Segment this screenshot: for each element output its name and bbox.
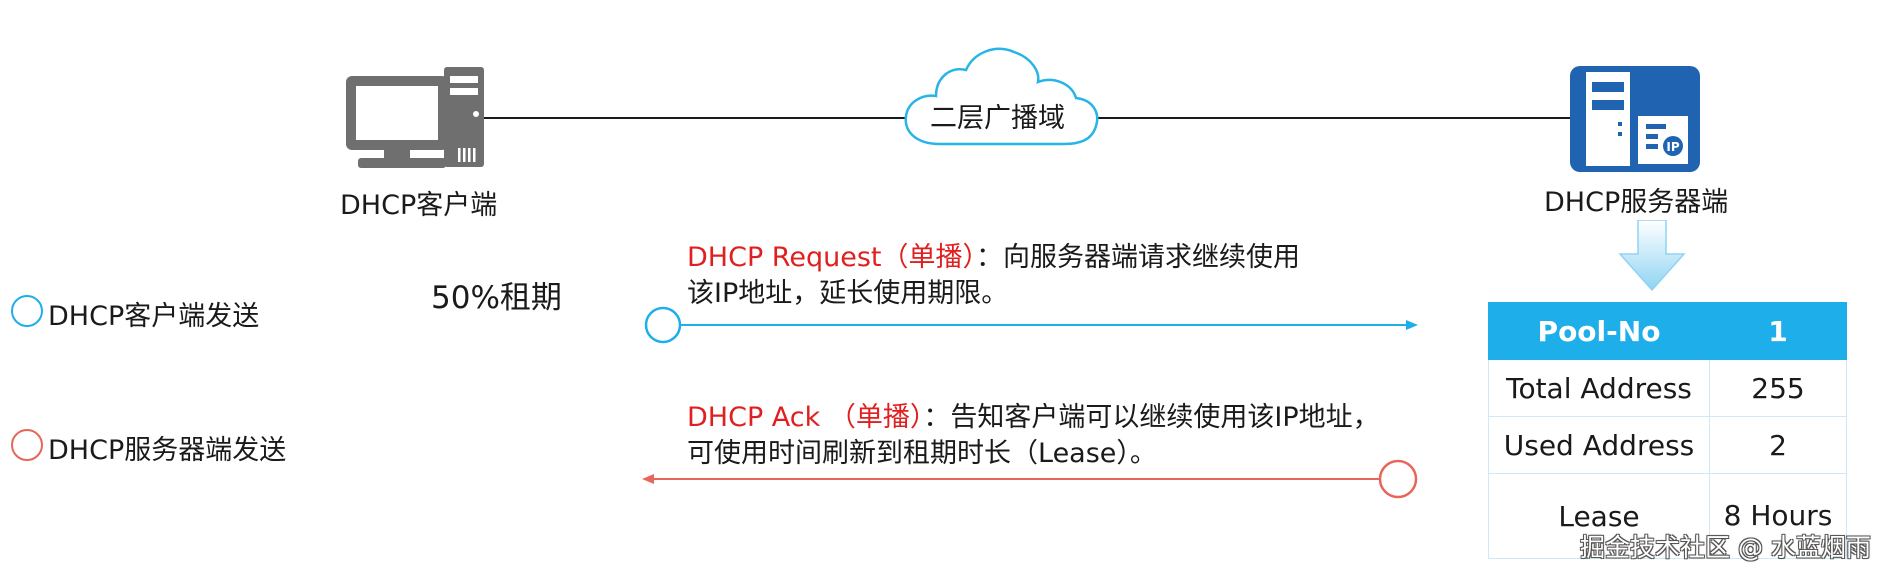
- ack-title: DHCP Ack （单播）: [687, 402, 924, 433]
- request-desc-line1: ：向服务器端请求继续使用: [975, 242, 1300, 273]
- pool-no-value: 1: [1709, 302, 1847, 360]
- used-address-value: 2: [1709, 416, 1847, 474]
- table-header-row: Pool-No 1: [1488, 302, 1847, 360]
- address-pool-table: Pool-No 1 Total Address 255 Used Address…: [1488, 302, 1847, 559]
- used-address-key: Used Address: [1488, 416, 1710, 474]
- pool-no-header: Pool-No: [1488, 302, 1710, 360]
- lease-key: Lease: [1488, 473, 1710, 559]
- lease-value: 8 Hours: [1709, 473, 1847, 559]
- ack-message: DHCP Ack （单播）：告知客户端可以继续使用该IP地址， 可使用时间刷新到…: [687, 400, 1380, 472]
- down-arrow-icon: [1618, 220, 1686, 292]
- legend-client-label: DHCP客户端发送: [48, 301, 260, 332]
- request-message: DHCP Request（单播）：向服务器端请求继续使用 该IP地址，延长使用期…: [687, 240, 1300, 312]
- ack-desc-line2: 可使用时间刷新到租期时长（Lease）。: [687, 438, 1157, 469]
- table-row: Total Address 255: [1488, 359, 1847, 417]
- table-row: Lease 8 Hours: [1488, 473, 1847, 559]
- legend-server-circle: [11, 429, 43, 461]
- request-title: DHCP Request（单播）: [687, 242, 976, 273]
- total-address-value: 255: [1709, 359, 1847, 417]
- lease-point-label: 50%租期: [431, 280, 562, 316]
- dhcp-server-icon: IP: [1570, 66, 1700, 172]
- total-address-key: Total Address: [1488, 359, 1710, 417]
- legend-client-circle: [11, 295, 43, 327]
- legend-server-label: DHCP服务器端发送: [48, 435, 287, 466]
- broadcast-domain-label: 二层广播域: [930, 103, 1065, 134]
- ack-desc-line1: ：告知客户端可以继续使用该IP地址，: [923, 402, 1380, 433]
- server-label: DHCP服务器端: [1544, 187, 1729, 218]
- table-row: Used Address 2: [1488, 416, 1847, 474]
- ack-arrow: [642, 459, 1418, 499]
- request-desc-line2: 该IP地址，延长使用期限。: [687, 278, 1009, 309]
- request-arrow: [644, 306, 1418, 344]
- svg-text:IP: IP: [1666, 140, 1679, 154]
- client-computer-icon: [346, 67, 484, 168]
- broadcast-domain-cloud-icon: [904, 47, 1099, 146]
- client-label: DHCP客户端: [340, 190, 498, 221]
- watermark: 掘金技术社区 @ 水蓝烟雨: [1580, 533, 1871, 562]
